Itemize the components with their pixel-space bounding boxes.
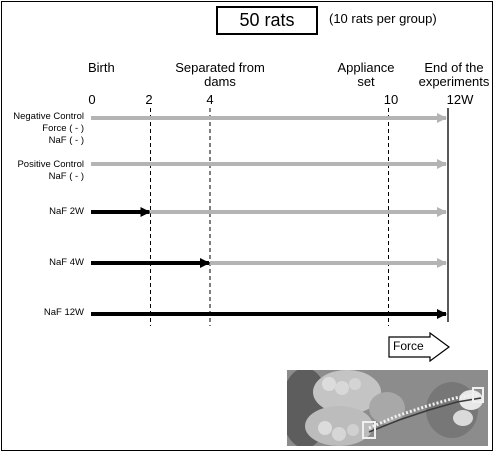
- tick-week-2: 2: [145, 92, 153, 107]
- rat-count-label: 50 rats: [239, 10, 295, 30]
- force-label: Force: [393, 339, 424, 353]
- group-size-note: (10 rats per group): [329, 11, 437, 26]
- tick-week-12: 12W: [446, 92, 474, 107]
- stage-separated-from-dams: Separated from dams: [175, 60, 265, 89]
- stage-appliance-set: Appliance set: [337, 60, 395, 89]
- group-label-naf-4w: NaF 4W: [49, 257, 84, 268]
- tick-week-0: 0: [88, 92, 96, 107]
- stage-end-of-experiments: End of the experiments: [418, 60, 490, 89]
- tick-week-4: 4: [206, 92, 214, 107]
- group-label-naf-2w: NaF 2W: [49, 206, 84, 217]
- group-label-positive-control: Positive Control NaF ( - ): [17, 159, 84, 182]
- tick-week-10: 10: [383, 92, 399, 107]
- rat-count-box: 50 rats: [216, 6, 318, 35]
- group-label-naf-12w: NaF 12W: [43, 307, 84, 318]
- stage-birth: Birth: [88, 60, 115, 75]
- group-label-negative-control: Negative Control Force ( - ) NaF ( - ): [13, 111, 84, 146]
- force-arrow: [388, 332, 451, 362]
- rat-palate-photo: [287, 370, 488, 446]
